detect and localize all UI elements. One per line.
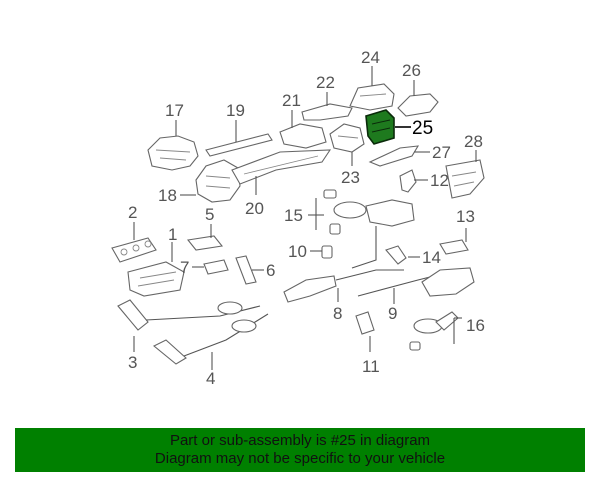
part-24-heat-shield[interactable] xyxy=(349,83,395,111)
part-5-bracket[interactable] xyxy=(186,235,224,251)
part-11-hanger[interactable] xyxy=(355,311,375,335)
part-1-exhaust-manifold[interactable] xyxy=(127,261,185,297)
callout-18: 18 xyxy=(158,186,177,205)
callout-20: 20 xyxy=(245,199,264,218)
callout-28: 28 xyxy=(464,132,483,151)
part-22-heat-shield[interactable] xyxy=(301,103,353,121)
callout-15: 15 xyxy=(284,206,303,225)
part-18-heat-shield[interactable] xyxy=(195,159,241,203)
part-6-bracket[interactable] xyxy=(235,255,257,285)
callout-14: 14 xyxy=(422,248,441,267)
callout-19: 19 xyxy=(226,101,245,120)
callout-13: 13 xyxy=(456,207,475,226)
callout-22: 22 xyxy=(316,73,335,92)
part-27-heat-shield[interactable] xyxy=(368,145,420,167)
callout-4: 4 xyxy=(206,369,215,388)
part-25-heat-shield-highlighted[interactable] xyxy=(365,109,395,145)
callout-5: 5 xyxy=(205,205,214,224)
part-19-heat-shield[interactable] xyxy=(205,133,273,157)
banner-line-2: Diagram may not be specific to your vehi… xyxy=(154,450,446,467)
part-16-tailpipe-tip[interactable] xyxy=(409,311,459,351)
part-7-bracket[interactable] xyxy=(203,259,229,275)
callout-25: 25 xyxy=(412,118,433,139)
part-28-heat-shield[interactable] xyxy=(445,159,485,199)
part-26-heat-shield[interactable] xyxy=(397,93,439,117)
callout-17: 17 xyxy=(165,101,184,120)
callout-11: 11 xyxy=(362,357,380,376)
callout-3: 3 xyxy=(128,353,137,372)
part-10-hanger[interactable] xyxy=(321,245,333,259)
part-8-resonator[interactable] xyxy=(283,269,404,303)
callout-23: 23 xyxy=(341,168,360,187)
callout-26: 26 xyxy=(402,61,421,80)
exhaust-parts-diagram: 17 19 18 20 21 22 24 26 xyxy=(111,48,485,388)
part-13-pipe[interactable] xyxy=(439,239,469,255)
part-4-catalytic-converter[interactable] xyxy=(152,313,269,365)
callout-10: 10 xyxy=(288,242,307,261)
part-17-heat-shield[interactable] xyxy=(147,135,199,171)
callout-8: 8 xyxy=(333,304,342,323)
callout-16: 16 xyxy=(466,316,485,335)
part-12-bracket[interactable] xyxy=(399,169,417,193)
part-21-heat-shield[interactable] xyxy=(279,123,327,149)
callout-9: 9 xyxy=(388,304,397,323)
part-info-banner: Part or sub-assembly is #25 in diagram D… xyxy=(15,428,585,472)
part-3-catalytic-converter[interactable] xyxy=(117,299,261,331)
callout-24: 24 xyxy=(361,48,380,67)
part-2-gasket[interactable] xyxy=(111,237,157,263)
part-20-heat-shield[interactable] xyxy=(231,149,332,185)
callout-1: 1 xyxy=(168,225,177,244)
callout-12: 12 xyxy=(430,171,449,190)
part-14-pipe[interactable] xyxy=(385,245,407,265)
callout-21: 21 xyxy=(282,91,301,110)
banner-line-1: Part or sub-assembly is #25 in diagram xyxy=(169,432,431,449)
callout-27: 27 xyxy=(432,143,451,162)
part-23-heat-shield[interactable] xyxy=(329,123,365,153)
part-15-hanger[interactable] xyxy=(323,189,341,235)
rear-muffler-assembly xyxy=(333,199,415,269)
callout-6: 6 xyxy=(266,261,275,280)
callout-7: 7 xyxy=(180,258,189,277)
callout-2: 2 xyxy=(128,203,137,222)
part-9-muffler[interactable] xyxy=(357,267,475,297)
